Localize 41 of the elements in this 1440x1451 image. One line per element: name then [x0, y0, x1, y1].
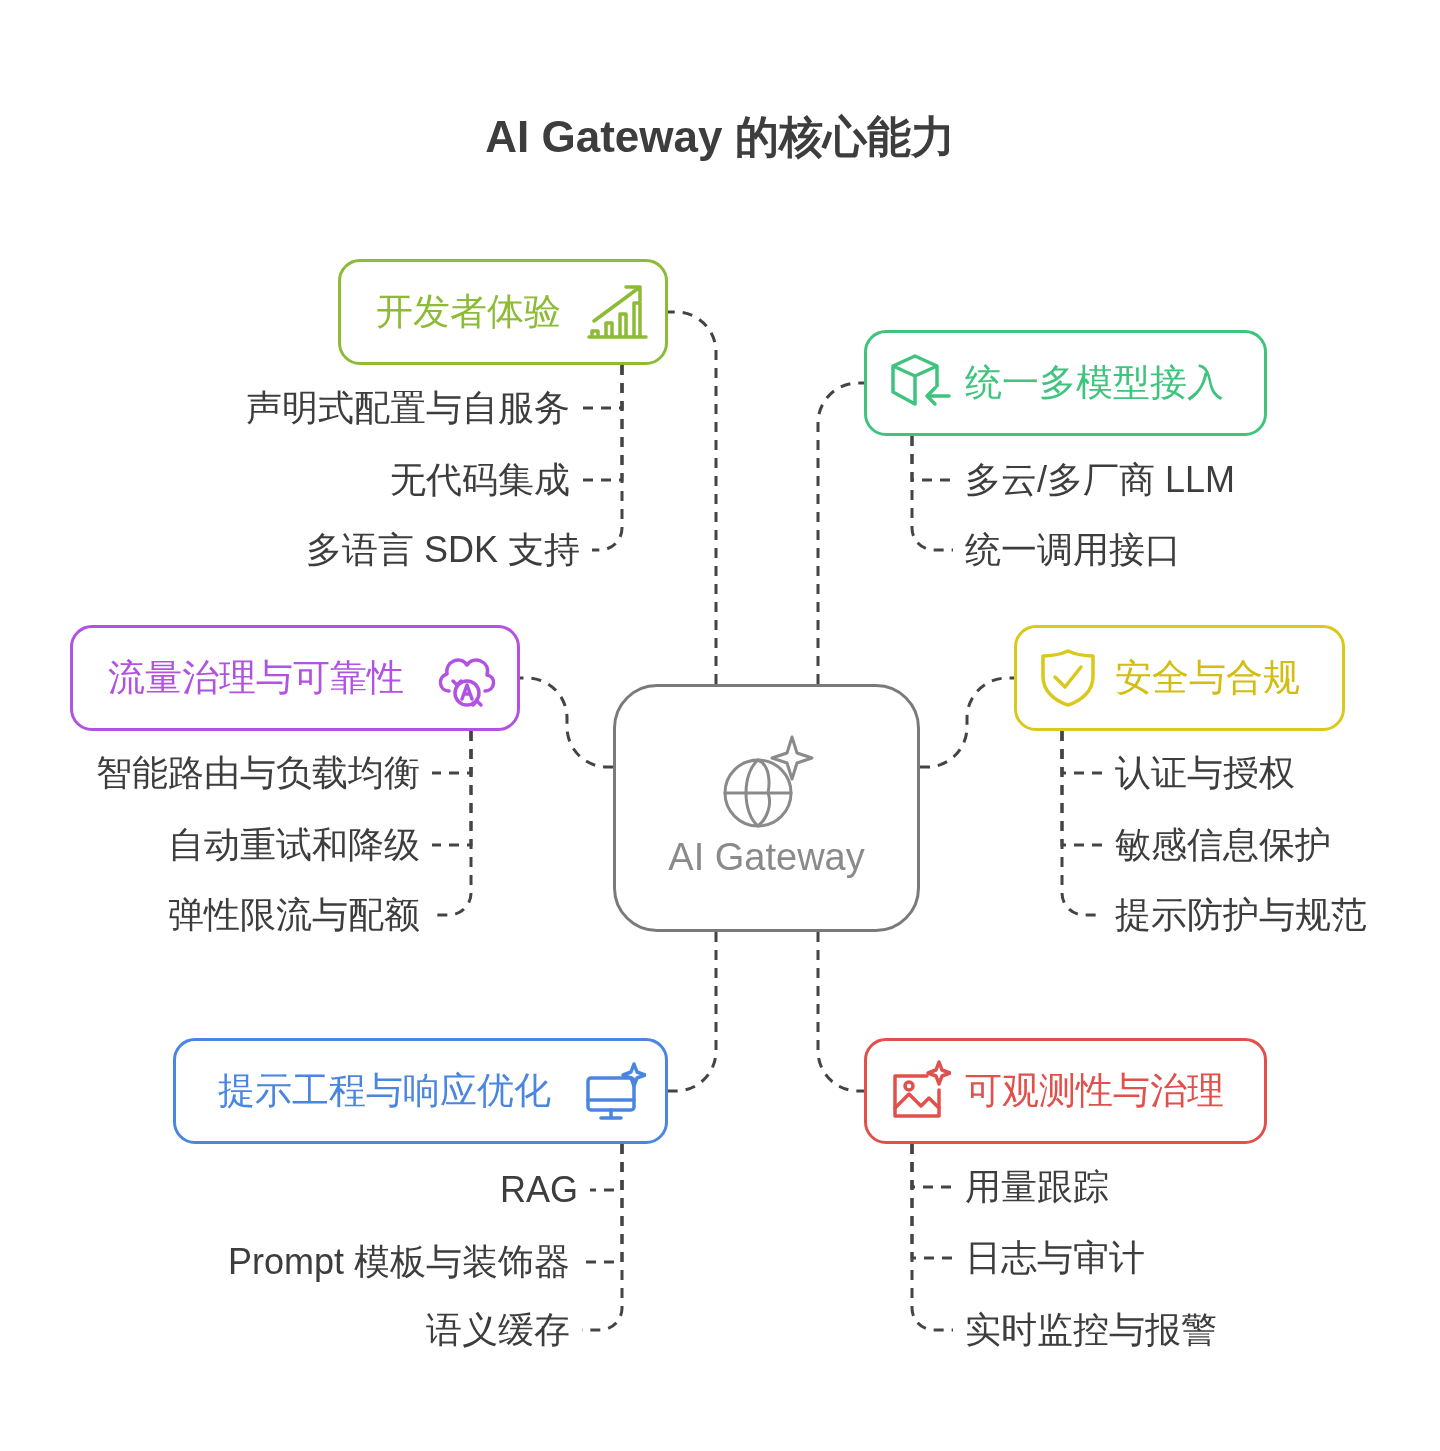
connector-line	[910, 436, 953, 552]
hub-box	[613, 684, 920, 932]
category-title: 开发者体验	[376, 289, 561, 334]
list-item-text: 用量跟踪	[953, 1162, 1121, 1212]
connector-line	[816, 932, 864, 1093]
list-item-text: RAG	[488, 1165, 590, 1215]
category-box	[1014, 625, 1345, 731]
hub-label: AI Gateway	[667, 835, 866, 880]
connector-line	[592, 365, 624, 552]
connector-line	[920, 676, 1014, 769]
category-title: 安全与合规	[1115, 655, 1300, 700]
list-item-text: 认证与授权	[1103, 748, 1307, 798]
list-item-text: 实时监控与报警	[953, 1305, 1229, 1355]
list-item-text: 无代码集成	[378, 455, 582, 505]
category-box	[864, 1038, 1267, 1144]
list-item-text: Prompt 模板与装饰器	[215, 1237, 582, 1287]
list-item-text: 日志与审计	[953, 1233, 1157, 1283]
connector-line	[520, 676, 613, 769]
list-item-text: 统一调用接口	[953, 525, 1193, 575]
connector-line	[668, 932, 718, 1093]
list-item-text: 提示防护与规范	[1103, 890, 1379, 940]
connector-line	[910, 1144, 953, 1332]
list-item-text: 声明式配置与自服务	[234, 383, 582, 433]
connector-line	[668, 310, 718, 684]
list-item-text: 敏感信息保护	[1103, 820, 1343, 870]
list-item-text: 多语言 SDK 支持	[293, 525, 592, 575]
diagram-title: AI Gateway 的核心能力	[484, 111, 956, 163]
list-item-text: 弹性限流与配额	[156, 890, 432, 940]
category-box	[173, 1038, 668, 1144]
category-title: 流量治理与可靠性	[108, 655, 404, 700]
category-box	[70, 625, 520, 731]
category-box	[338, 259, 668, 365]
category-box	[864, 330, 1267, 436]
list-item-text: 语义缓存	[414, 1305, 582, 1355]
category-title: 可观测性与治理	[965, 1068, 1224, 1113]
list-item-text: 多云/多厂商 LLM	[953, 455, 1248, 505]
connector-line	[816, 381, 864, 684]
list-item-text: 智能路由与负载均衡	[84, 748, 432, 798]
category-title: 提示工程与响应优化	[218, 1068, 551, 1113]
list-item-text: 自动重试和降级	[156, 820, 432, 870]
category-title: 统一多模型接入	[965, 360, 1224, 405]
